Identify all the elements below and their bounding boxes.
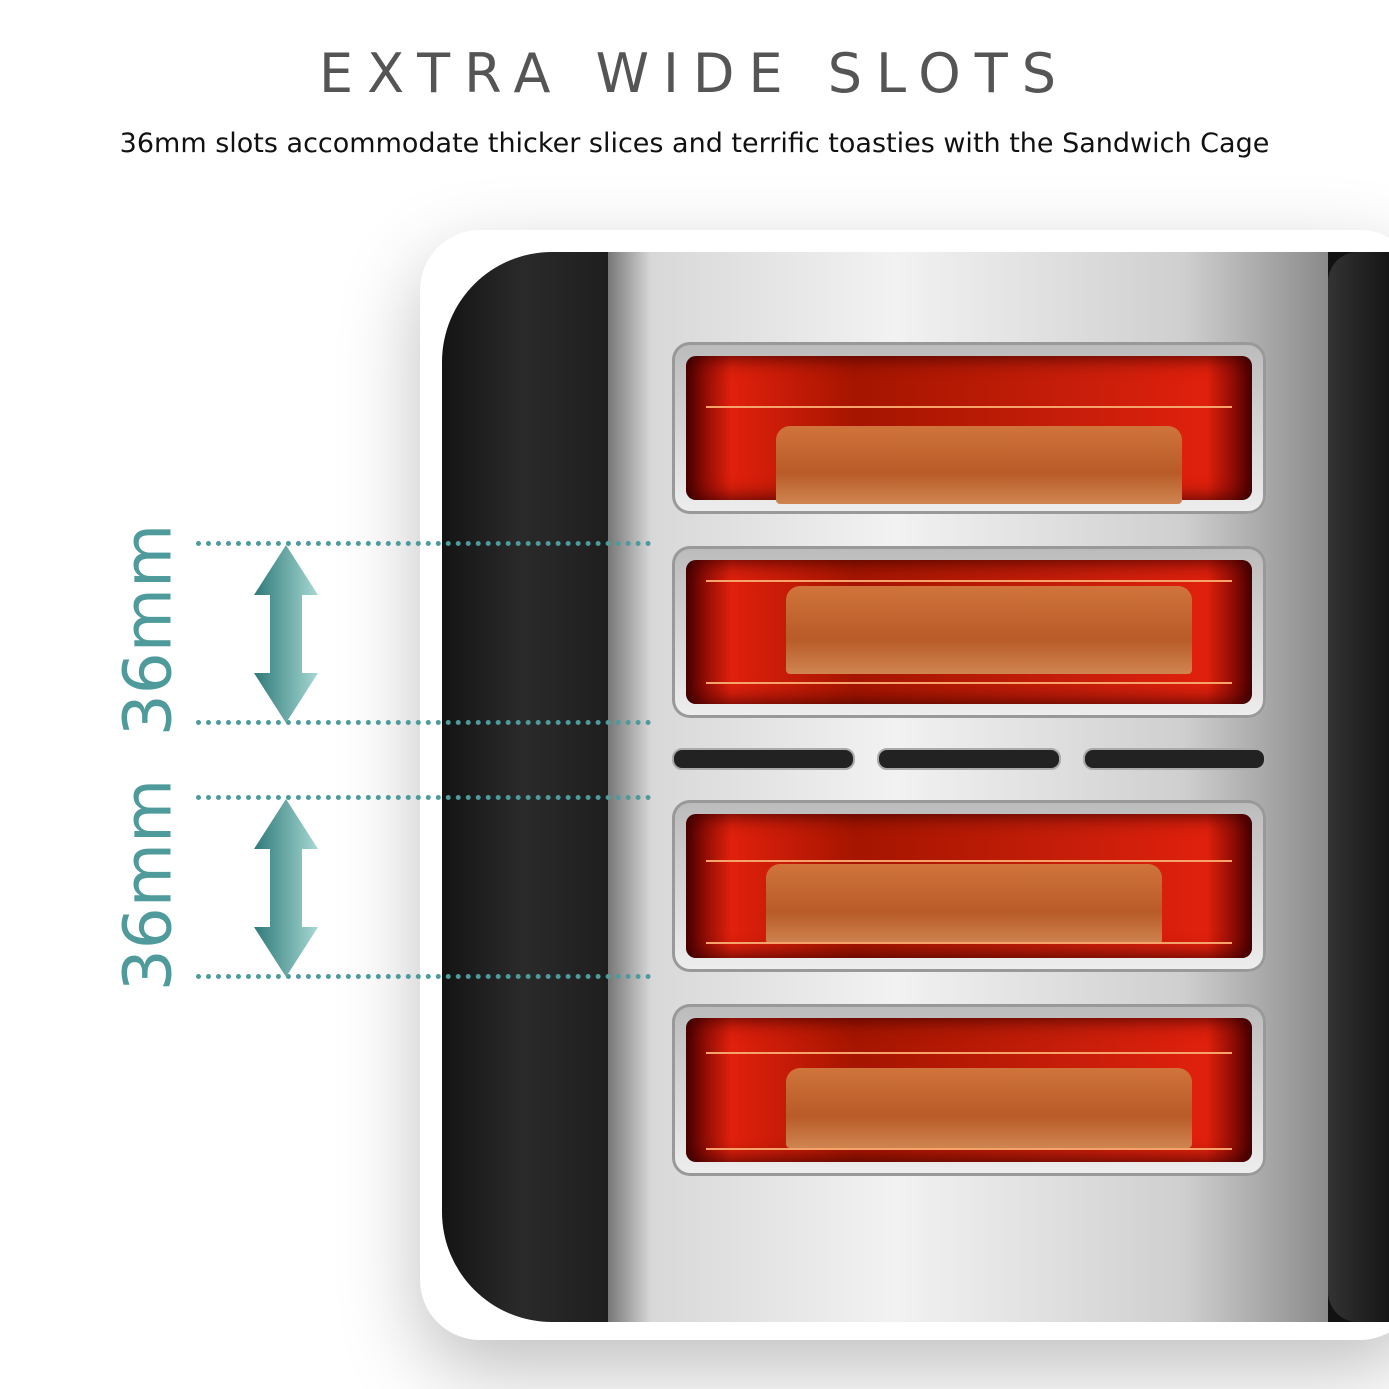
toaster-slot bbox=[672, 1004, 1266, 1176]
toaster-slot bbox=[672, 800, 1266, 972]
dotted-line bbox=[196, 974, 651, 979]
double-arrow-icon bbox=[254, 545, 318, 723]
page-title: EXTRA WIDE SLOTS bbox=[319, 42, 1070, 105]
double-arrow-icon bbox=[254, 799, 318, 977]
page-subtitle: 36mm slots accommodate thicker slices an… bbox=[119, 128, 1270, 159]
measurement-label: 36mm bbox=[109, 523, 187, 737]
measurement-label: 36mm bbox=[109, 778, 187, 992]
toaster-slot bbox=[672, 342, 1266, 514]
toaster-vents bbox=[672, 748, 1266, 770]
toaster-slot bbox=[672, 546, 1266, 718]
dotted-line bbox=[196, 541, 651, 546]
dotted-line bbox=[196, 720, 651, 725]
toaster-side bbox=[1328, 252, 1389, 1322]
dotted-line bbox=[196, 795, 651, 800]
